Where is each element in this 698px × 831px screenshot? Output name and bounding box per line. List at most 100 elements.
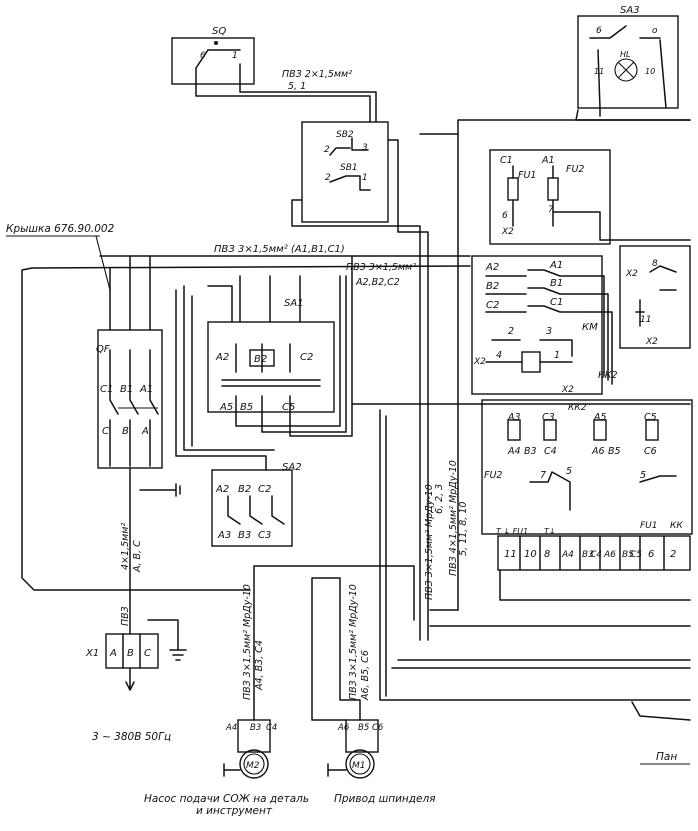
lid-label: Крышка 676.90.002 [6,223,115,235]
diagram-label: В5 [608,446,621,457]
motor-m1: M1 А6 В5 С6 [327,719,384,779]
diagram-label: 4×1,5мм² [120,523,131,570]
diagram-label: 6 [648,549,654,560]
diagram-label: В [122,426,129,437]
diagram-label: А [141,426,149,437]
diagram-label: С5 [282,402,295,413]
diagram-label: А6, В5, С6 [360,650,371,701]
diagram-label: С [102,426,109,437]
diagram-label: А1 [139,384,153,395]
diagram-label: А3 [217,530,231,541]
diagram-label: С3 [542,412,555,423]
diagram-label: 4 [496,350,502,361]
diagram-label: X2 [645,337,658,347]
diagram-label: C1 [500,155,513,166]
diagram-label: X2 [625,269,638,279]
diagram-label: 7 [540,470,546,481]
diagram-label: С6 [644,446,657,457]
panel-label: Пан [656,751,677,763]
diagram-label: 2 [324,145,330,155]
diagram-label: FU1 [640,521,658,531]
diagram-label: M1 [352,761,366,771]
diagram-label: 3 [546,326,552,337]
diagram-label: КК2 [598,370,618,381]
diagram-label: А2 [485,262,499,273]
fuse-block-fu1-fu2: C1 A1 FU1 FU2 6 7 X2 [489,149,611,245]
diagram-label: С4 [266,723,277,733]
diagram-label: В5 [358,723,369,733]
diagram-label: А4 [561,550,574,560]
diagram-label: А6 [603,550,616,560]
diagram-label: А5 [219,402,233,413]
diagram-label: С2 [300,352,313,363]
diagram-label: С2 [486,300,499,311]
sq-switch: SQ 6 1 [171,26,255,85]
diagram-label: SA2 [282,462,302,473]
diagram-label: В2 [238,484,251,495]
sq-label: SQ [212,26,226,37]
diagram-label: С5 [630,550,642,560]
diagram-label: В1 [550,278,563,289]
cable-v1-label: ПВЗ 3×1,5мм² МрДу-10 [424,484,435,600]
diagram-label: А2 [215,484,229,495]
diagram-label: A1 [541,155,555,166]
cable-v2-label: ПВЗ 4×1,5мм² МрДу-10 [448,460,459,576]
diagram-label: А4 [507,446,521,457]
motor-m2: M2 А4 В3 С4 [223,719,277,779]
diagram-label: X2 [501,227,514,237]
diagram-label: А3 [507,412,521,423]
diagram-label: В3 [582,550,594,560]
diagram-label: SB1 [340,163,358,173]
diagram-label: В3 [238,530,251,541]
diagram-label: SB2 [336,130,354,140]
diagram-label: В5 [240,402,253,413]
kk2-relay-block: КК2 А3 С3 А5 С5 А4 В3 С4 А6 В5 С6 FU2 7 … [481,399,693,535]
diagram-label: В2 [486,281,499,292]
diagram-label: 2 [508,326,514,337]
diagram-label: А, В, С [132,540,143,573]
diagram-label: FU2 [566,164,584,175]
diagram-label: 7 [548,205,554,215]
diagram-label: А2,В2,С2 [355,277,400,288]
diagram-label: А6 [337,723,350,733]
diagram-label: КК2 [568,403,587,413]
diagram-label: С3 [258,530,271,541]
diagram-label: 5, 11, 8, 10 [458,502,469,556]
m2-caption: Насос подачи СОЖ на деталь [144,793,309,805]
diagram-label: 11 [640,315,651,325]
diagram-label: X2 [561,385,574,395]
diagram-label: КК [670,521,683,531]
sa1-switch: SA1 А2 В2 С2 А5 В5 С5 [207,298,335,421]
terminal-block: T ↓ FU1 T↓ 11 10 8 А4 В3 С4 А6 В5 С5 6 2 [496,527,691,571]
diagram-label: QF [96,344,110,355]
diagram-label: С2 [258,484,271,495]
diagram-label: С4 [590,550,602,560]
sq-cable-label: ПВЗ 2×1,5мм² [282,69,352,80]
diagram-label: В2 [254,354,267,365]
diagram-label: С1 [100,384,113,395]
diagram-label: А2 [215,352,229,363]
diagram-label: С5 [644,412,657,423]
diagram-label: 5, 1 [288,81,306,92]
diagram-label: 5 [566,466,572,477]
diagram-label: 6 [502,211,508,221]
diagram-label: HL [620,50,630,59]
m1-cable-label: ПВЗ 3×1,5мм² МрДу-10 [348,584,359,700]
m1-caption: Привод шпинделя [334,793,436,805]
diagram-label: 6, 2, 3 [434,484,445,514]
diagram-label: С4 [544,446,557,457]
diagram-label: А1 [549,260,563,271]
sa2-switch: SA2 А2 В2 С2 А3 В3 С3 [211,462,302,547]
diagram-label: В1 [120,384,133,395]
m2-cable-label: ПВЗ 3×1,5мм² МрДу-10 [242,584,253,700]
diagram-label: 6 [200,51,206,61]
diagram-label: 1 [554,350,560,361]
diagram-label: M2 [246,761,260,771]
diagram-label: А4, В3, С4 [254,640,265,691]
supply-label: 3 ~ 380В 50Гц [92,731,171,743]
diagram-label: X1 [85,648,99,659]
diagram-label: 5 [640,470,646,481]
diagram-label: С6 [372,723,384,733]
sb-buttons: SB2 2 3 SB1 2 1 [301,121,389,223]
